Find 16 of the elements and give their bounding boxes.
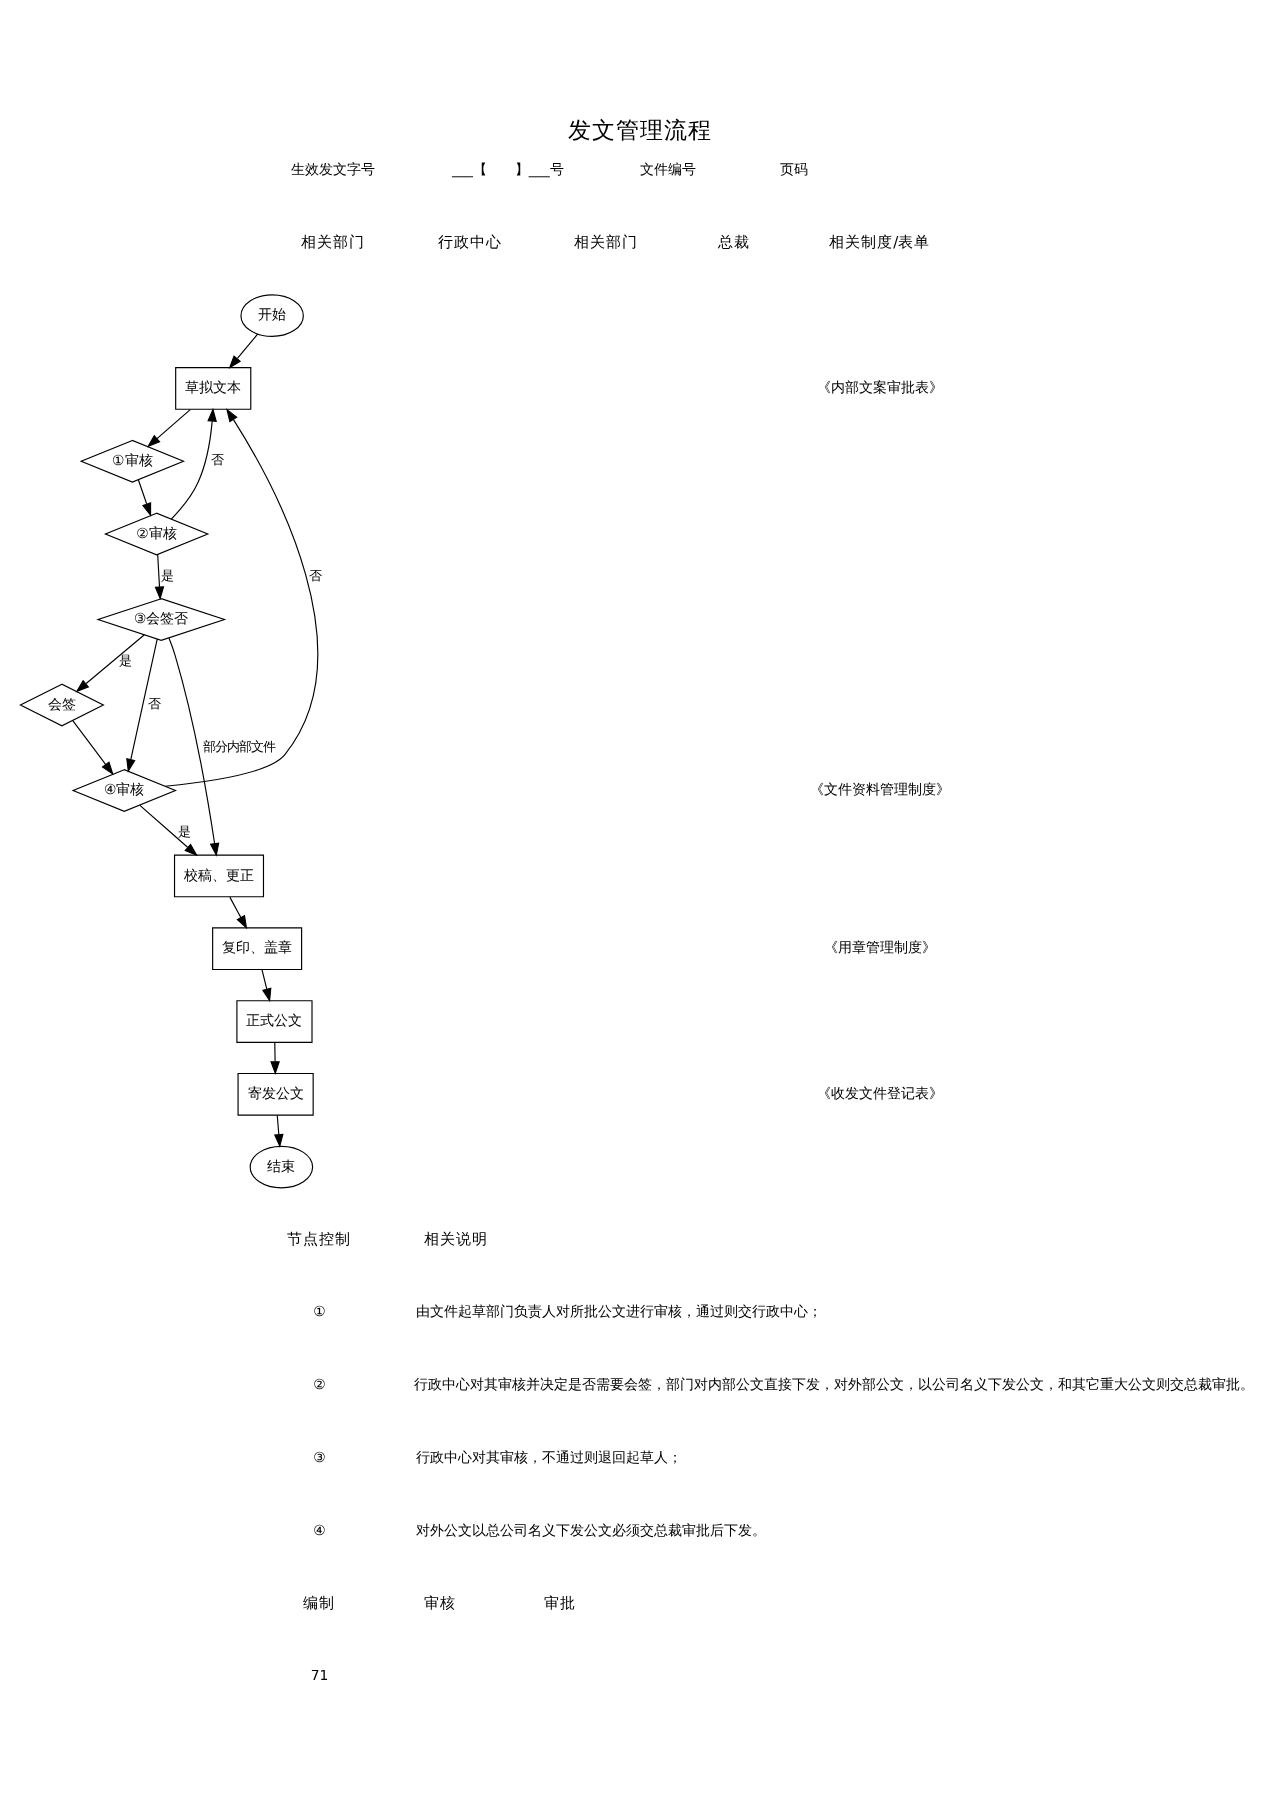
arrow bbox=[273, 1114, 284, 1148]
arrow bbox=[137, 479, 152, 517]
arrow bbox=[164, 408, 318, 787]
arrow bbox=[146, 409, 191, 448]
arrow bbox=[170, 407, 217, 520]
diagram-title: 发文管理流程 bbox=[568, 115, 713, 144]
arrow bbox=[261, 969, 272, 1003]
arrow bbox=[229, 896, 248, 930]
arrow bbox=[126, 638, 158, 773]
arrow bbox=[270, 1042, 280, 1076]
arrow bbox=[168, 637, 220, 857]
arrow bbox=[228, 333, 259, 369]
arrow bbox=[72, 720, 114, 776]
arrow bbox=[154, 553, 165, 601]
arrow bbox=[75, 634, 145, 693]
arrow bbox=[139, 804, 198, 857]
